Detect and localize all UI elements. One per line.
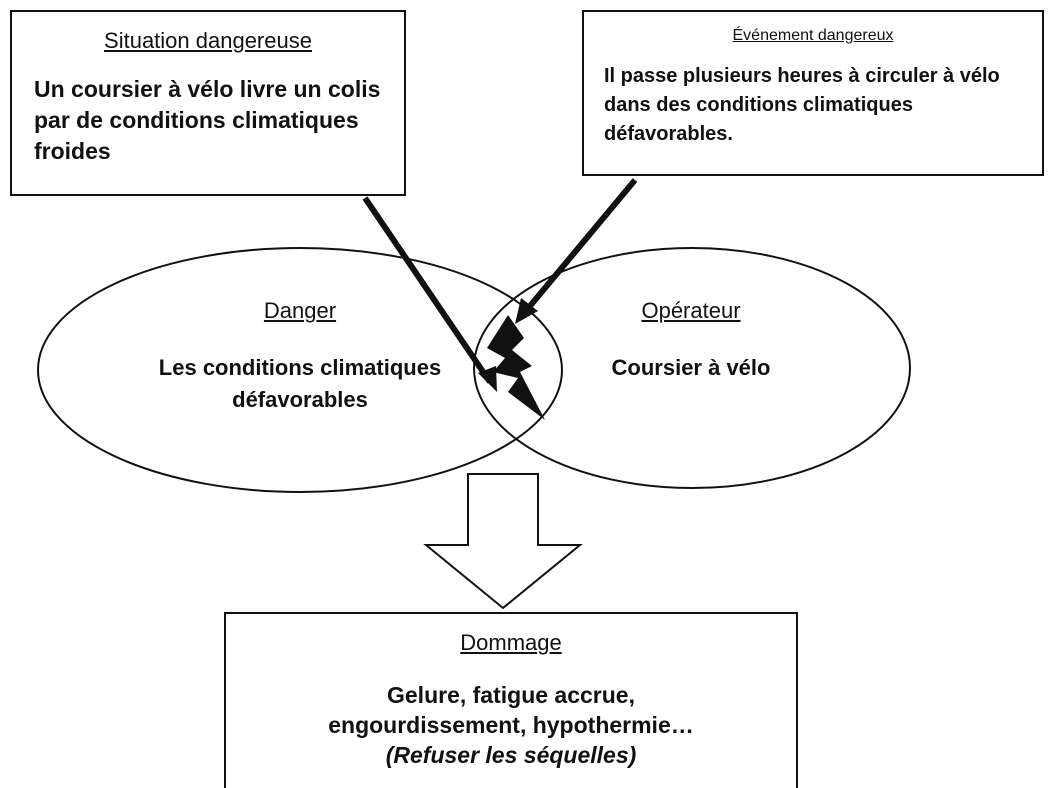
dommage-box: Dommage Gelure, fatigue accrue, engourdi… [224,612,798,788]
operateur-title: Opérateur [641,298,741,323]
evenement-dangereux-box: Événement dangereux Il passe plusieurs h… [582,10,1044,176]
situation-arrowhead [478,366,497,392]
evenement-arrowhead [515,298,538,324]
dommage-body: Gelure, fatigue accrue, engourdissement,… [226,680,796,770]
lightning-bolt-icon [487,315,545,420]
operateur-body: Coursier à vélo [611,355,771,380]
operateur-label: Opérateur Coursier à vélo [566,298,816,384]
dommage-line-2: engourdissement, hypothermie… [328,712,694,738]
situation-title: Situation dangereuse [104,28,312,53]
dommage-line-1: Gelure, fatigue accrue, [387,682,635,708]
dommage-title: Dommage [460,630,562,655]
danger-ellipse [37,247,563,493]
danger-title: Danger [263,298,337,323]
down-arrow-icon [423,473,583,610]
situation-body: Un coursier à vélo livre un colis par de… [34,76,381,164]
situation-dangereuse-box: Situation dangereuse Un coursier à vélo … [10,10,406,196]
danger-label: Danger Les conditions climatiques défavo… [150,298,450,416]
operateur-ellipse [473,247,911,489]
situation-arrow [362,196,493,384]
evenement-body: Il passe plusieurs heures à circuler à v… [604,65,1000,145]
dommage-line-3: (Refuser les séquelles) [385,742,637,768]
evenement-arrow [522,178,638,314]
danger-body: Les conditions climatiques défavorables [158,355,442,412]
evenement-title: Événement dangereux [732,27,894,44]
